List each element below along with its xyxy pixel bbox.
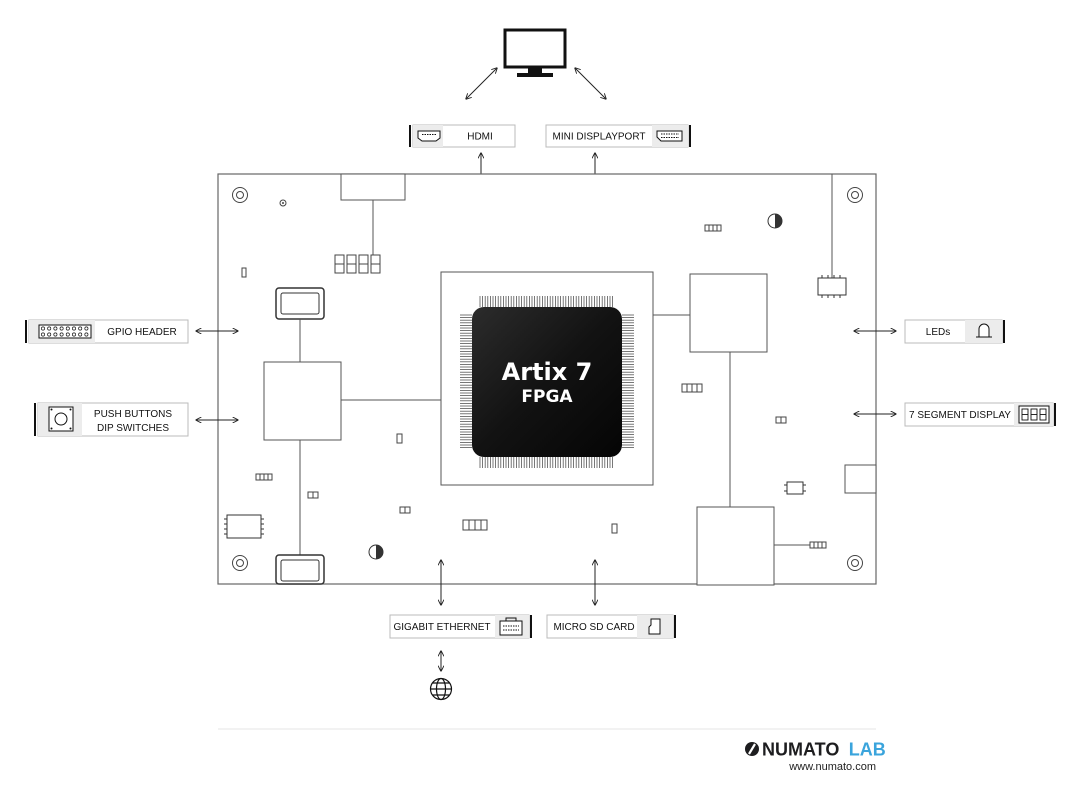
gigabit-ethernet-label-box: GIGABIT ETHERNET [389,614,532,639]
resistor-array [462,519,488,531]
mounting-hole [847,555,863,571]
resistor-array [809,541,827,549]
logo-lab-text: LAB [849,740,886,760]
sd-card-icon [648,618,661,635]
monitor-hdmi-arrow [466,68,497,99]
resistor-array [334,254,381,274]
small-component [775,416,787,424]
sd-card-slot [844,464,877,494]
logo-numato-text: NUMATO [762,740,839,760]
pin-header-icon [38,324,92,339]
small-component [611,523,618,534]
led-icon [976,323,992,338]
mini-displayport-label-box: MINI DISPLAYPORT [545,124,691,148]
micro-sd-label-box: MICRO SD CARD [546,614,676,639]
chip-name: Artix 7 [502,358,593,386]
small-component [399,506,411,514]
svg-text:NUMATO LAB: NUMATO LAB [762,740,886,760]
push-buttons-label-box: PUSH BUTTONS DIP SWITCHES [34,402,189,437]
push-buttons-label: PUSH BUTTONS [94,409,172,420]
ethernet-port-icon [499,617,523,636]
gpio-header-label: GPIO HEADER [107,327,176,338]
top-connector [340,173,406,201]
led-driver-chip [817,275,847,298]
dip-switches-label: DIP SWITCHES [97,423,169,434]
memory-chip-bottom [275,554,325,585]
fpga-board: Artix 7 FPGA [217,173,877,586]
fiducial [279,199,287,207]
mounting-hole [232,555,248,571]
fpga-pins [460,296,634,468]
micro-sd-label: MICRO SD CARD [553,622,634,633]
globe-icon [429,677,453,701]
seven-segment-label: 7 SEGMENT DISPLAY [909,410,1011,421]
seven-segment-label-box: 7 SEGMENT DISPLAY [904,402,1056,427]
small-chip [784,481,806,495]
displayport-icon [656,130,683,142]
chip-type: FPGA [521,387,573,407]
right-ic-block [689,273,768,353]
ethernet-phy-block [696,506,775,586]
mini-displayport-label: MINI DISPLAYPORT [553,132,646,143]
mounting-hole [232,187,248,203]
mounting-hole [847,187,863,203]
monitor-icon [503,28,567,77]
numato-logo: NUMATO LAB [745,740,886,760]
gpio-header-label-box: GPIO HEADER [25,319,189,344]
numato-logo-icon [745,742,759,756]
small-component [241,267,247,278]
gigabit-ethernet-label: GIGABIT ETHERNET [393,622,490,633]
fpga-chip [472,307,622,457]
hdmi-port-icon [417,130,441,142]
crystal [767,213,783,229]
small-component [396,433,403,444]
resistor-array [704,224,722,232]
soic-chip [224,514,264,539]
resistor-array [681,383,703,393]
hdmi-label-box: HDMI [409,124,516,148]
push-button-icon [48,406,74,432]
resistor-array [255,473,273,481]
monitor-dp-arrow [575,68,606,99]
seven-segment-icon [1018,405,1050,424]
left-ic-block [263,361,342,441]
website-url[interactable]: www.numato.com [788,761,876,773]
crystal [368,544,384,560]
hdmi-label: HDMI [467,132,493,143]
leds-label: LEDs [926,327,950,338]
leds-label-box: LEDs [904,319,1005,344]
small-component [307,491,319,499]
